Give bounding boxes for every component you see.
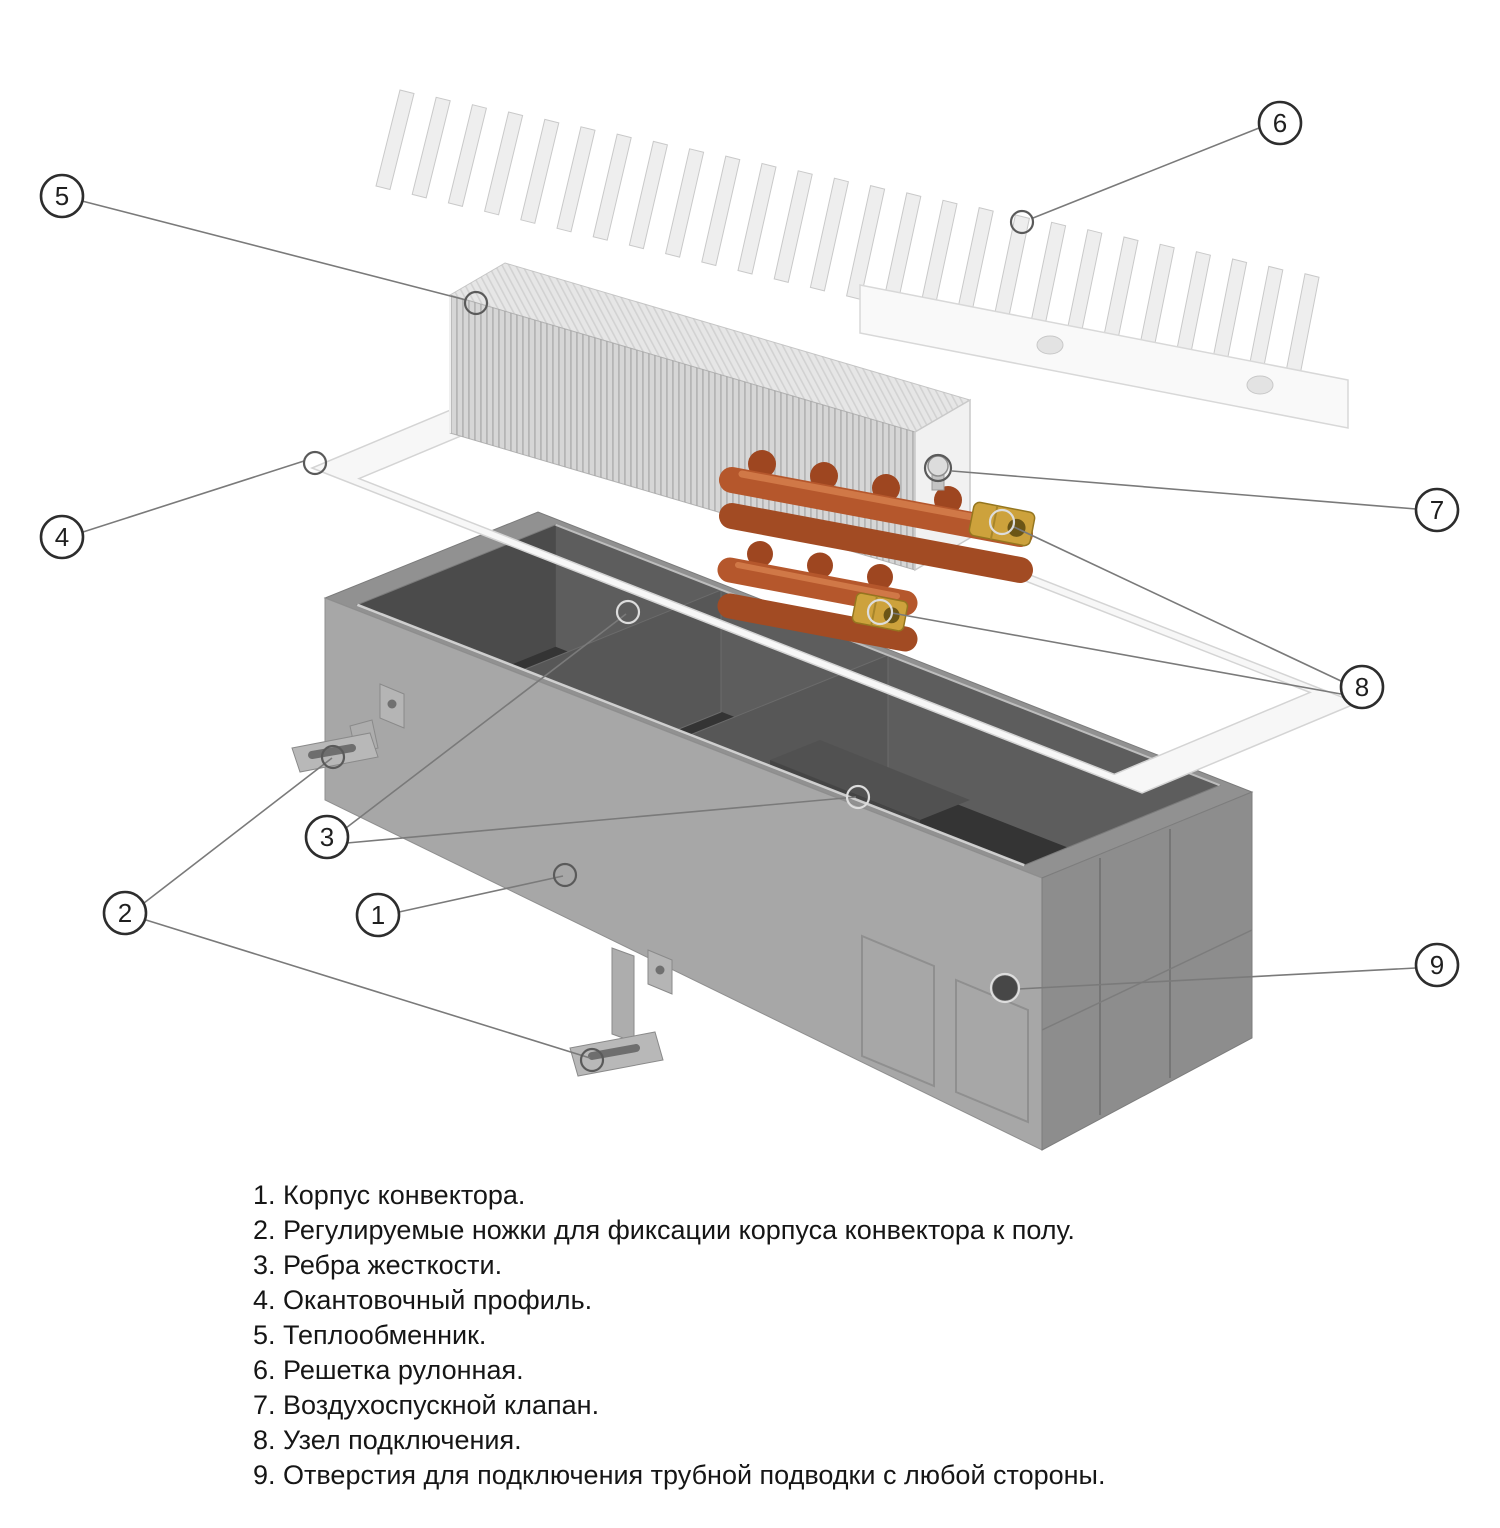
tube-highlight xyxy=(735,562,900,599)
grille-slat xyxy=(809,177,849,292)
wall-tab xyxy=(379,683,405,729)
heat-exchanger xyxy=(448,262,1036,652)
callout-target-2b xyxy=(579,1047,605,1073)
grille-slat xyxy=(375,89,415,191)
grille-slat xyxy=(556,126,596,233)
u-bend-bumps xyxy=(747,541,893,590)
legend-item-4: 4. Окантовочный профиль. xyxy=(253,1285,593,1315)
leader-line-8b xyxy=(891,612,1342,695)
callout-targets xyxy=(302,209,1035,1073)
leader-line-2b xyxy=(145,919,591,1059)
svg-text:3: 3 xyxy=(320,822,334,852)
rail-hole xyxy=(1036,335,1064,355)
grille xyxy=(375,89,1349,429)
fin-top-texture xyxy=(450,263,970,432)
leader-line-7 xyxy=(951,470,1417,510)
callout-1: 1 xyxy=(355,892,401,938)
grille-slat xyxy=(628,140,668,250)
svg-text:2: 2 xyxy=(118,898,132,928)
leader-line-3a xyxy=(345,613,627,829)
grille-slat xyxy=(592,133,632,241)
brass-fitting-1 xyxy=(968,501,1036,547)
legend-item-8: 8. Узел подключения. xyxy=(253,1425,522,1455)
air-vent-valve xyxy=(927,455,949,491)
foot-bracket-2 xyxy=(569,947,664,1077)
svg-text:6: 6 xyxy=(1273,108,1287,138)
grille-slat xyxy=(447,104,488,208)
grille-slat xyxy=(737,162,777,275)
callout-4: 4 xyxy=(39,514,85,560)
leader-line-3b xyxy=(346,796,857,844)
callout-target-1 xyxy=(552,862,578,888)
pipe-hole xyxy=(991,974,1019,1002)
svg-text:8: 8 xyxy=(1355,672,1369,702)
grille-slat xyxy=(411,96,451,199)
svg-text:1: 1 xyxy=(371,900,385,930)
grille-slat xyxy=(773,170,813,284)
copper-tube xyxy=(719,503,1033,583)
leader-line-6 xyxy=(1032,127,1260,219)
leader-line-8a xyxy=(1013,526,1342,682)
svg-text:4: 4 xyxy=(55,522,69,552)
leader-line-1 xyxy=(398,875,564,913)
callout-target-4 xyxy=(302,450,328,476)
callouts: 1 2 3 4 5 6 7 8 9 xyxy=(39,100,1460,988)
callout-target-9 xyxy=(989,972,1021,1004)
leader-line-9 xyxy=(1017,967,1417,990)
callout-5: 5 xyxy=(39,173,85,219)
callout-8: 8 xyxy=(1339,664,1385,710)
grille-slat xyxy=(846,184,886,301)
svg-text:7: 7 xyxy=(1430,495,1444,525)
callout-6: 6 xyxy=(1257,100,1303,146)
grille-slats xyxy=(375,89,1320,402)
legend-item-2: 2. Регулируемые ножки для фиксации корпу… xyxy=(253,1215,1075,1245)
legend-item-5: 5. Теплообменник. xyxy=(253,1320,487,1350)
callout-7: 7 xyxy=(1414,487,1460,533)
grille-slat xyxy=(520,118,560,224)
grille-slat xyxy=(665,148,705,258)
rail-hole xyxy=(1246,375,1274,395)
panel-outline xyxy=(861,934,935,1088)
legend-item-3: 3. Ребра жесткости. xyxy=(253,1250,503,1280)
callout-target-7 xyxy=(923,453,953,483)
callout-target-8a xyxy=(988,508,1016,536)
leader-line-4 xyxy=(82,460,305,533)
callout-target-2a xyxy=(320,744,346,770)
body-end-wall xyxy=(1041,791,1253,1151)
convector-body xyxy=(291,511,1254,1151)
legend-item-6: 6. Решетка рулонная. xyxy=(253,1355,524,1385)
tube-highlight xyxy=(738,470,1014,528)
svg-text:9: 9 xyxy=(1430,950,1444,980)
end-wall-seam xyxy=(1041,929,1253,1031)
legend-item-1: 1. Корпус конвектора. xyxy=(253,1180,526,1210)
callout-3: 3 xyxy=(304,814,350,860)
grille-slat xyxy=(701,155,741,267)
floor-duct-top xyxy=(770,740,970,820)
leader-line-2a xyxy=(143,757,333,904)
rim-far-lip xyxy=(555,523,1220,787)
grille-rail xyxy=(859,284,1349,429)
callout-target-5 xyxy=(463,290,489,316)
legend: 1. Корпус конвектора. 2. Регулируемые но… xyxy=(253,1178,1105,1493)
callout-2: 2 xyxy=(102,890,148,936)
wall-tab xyxy=(647,949,673,995)
callout-target-3a xyxy=(615,599,641,625)
foot-bracket-1 xyxy=(291,719,379,773)
leader-line-5 xyxy=(81,200,467,301)
callout-target-8b xyxy=(866,598,894,626)
legend-item-9: 9. Отверстия для подключения трубной под… xyxy=(253,1460,1106,1490)
callout-target-6 xyxy=(1009,209,1035,235)
brass-fitting-2 xyxy=(851,592,909,632)
svg-text:5: 5 xyxy=(55,181,69,211)
leader-lines xyxy=(81,127,1417,1059)
grille-slat xyxy=(483,111,524,216)
callout-target-3b xyxy=(845,784,871,810)
legend-item-7: 7. Воздухоспускной клапан. xyxy=(253,1390,600,1420)
copper-tube xyxy=(717,593,918,652)
rim-inner-lip xyxy=(356,603,1025,867)
callout-9: 9 xyxy=(1414,942,1460,988)
